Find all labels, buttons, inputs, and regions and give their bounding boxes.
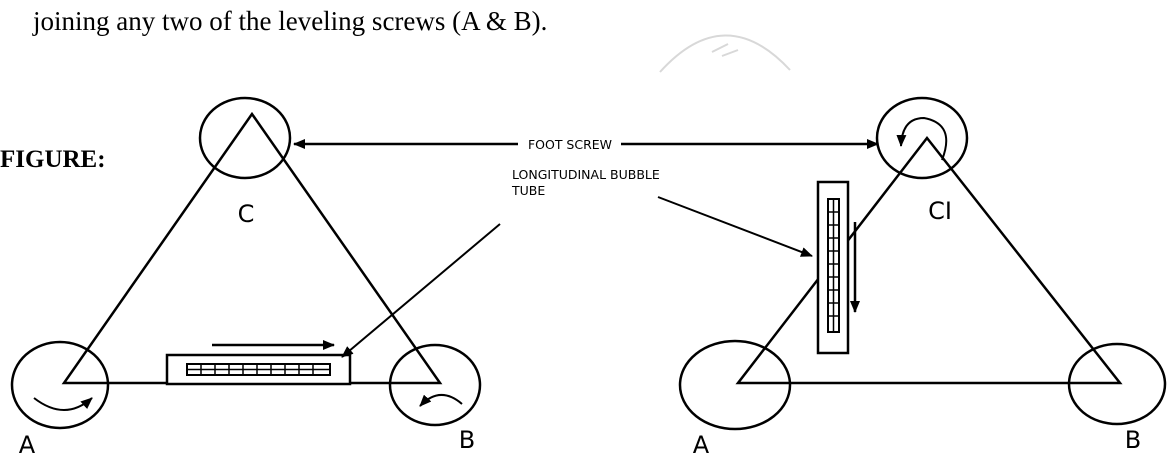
right-screw-c-rotation-arrow bbox=[896, 116, 948, 161]
right-screw-c-circle bbox=[875, 96, 969, 180]
right-screw-a-label: A bbox=[693, 431, 710, 455]
right-screw-b-label: B bbox=[1125, 426, 1141, 454]
intro-text: joining any two of the leveling screws (… bbox=[33, 6, 548, 36]
left-screw-c-label: C bbox=[238, 200, 255, 228]
right-leveling-triangle: CI A B bbox=[678, 96, 1167, 455]
bubble-tube-pointer-left bbox=[341, 223, 501, 358]
left-screw-c-circle bbox=[198, 96, 292, 180]
left-screw-a-circle bbox=[10, 340, 110, 430]
bubble-tube-label-line1: LONGITUDINAL BUBBLE bbox=[512, 167, 660, 182]
left-triangle bbox=[61, 111, 443, 385]
right-bubble-graduations bbox=[828, 211, 839, 317]
left-screw-b-rotation-arrow bbox=[419, 394, 463, 407]
right-screw-c-label: CI bbox=[928, 197, 952, 225]
bubble-tube-label-line2: TUBE bbox=[511, 183, 545, 198]
left-bubble-graduations bbox=[200, 364, 314, 375]
right-screw-b-circle bbox=[1067, 342, 1167, 426]
foot-screw-callout: FOOT SCREW bbox=[293, 137, 879, 152]
foot-screw-label: FOOT SCREW bbox=[528, 137, 612, 152]
left-screw-a-label: A bbox=[19, 431, 36, 455]
left-screw-b-circle bbox=[388, 343, 482, 427]
right-screw-a-circle bbox=[678, 339, 792, 431]
bubble-tube-callout: LONGITUDINAL BUBBLE TUBE bbox=[341, 167, 813, 358]
right-triangle bbox=[735, 135, 1123, 385]
bubble-tube-pointer-right bbox=[657, 196, 813, 257]
left-leveling-triangle: C A B bbox=[10, 96, 482, 455]
left-screw-a-rotation-arrow bbox=[33, 397, 93, 411]
watermark-mark bbox=[711, 43, 739, 57]
left-screw-b-label: B bbox=[459, 426, 475, 454]
watermark-arc bbox=[659, 34, 791, 73]
figure-label: FIGURE: bbox=[0, 146, 106, 173]
